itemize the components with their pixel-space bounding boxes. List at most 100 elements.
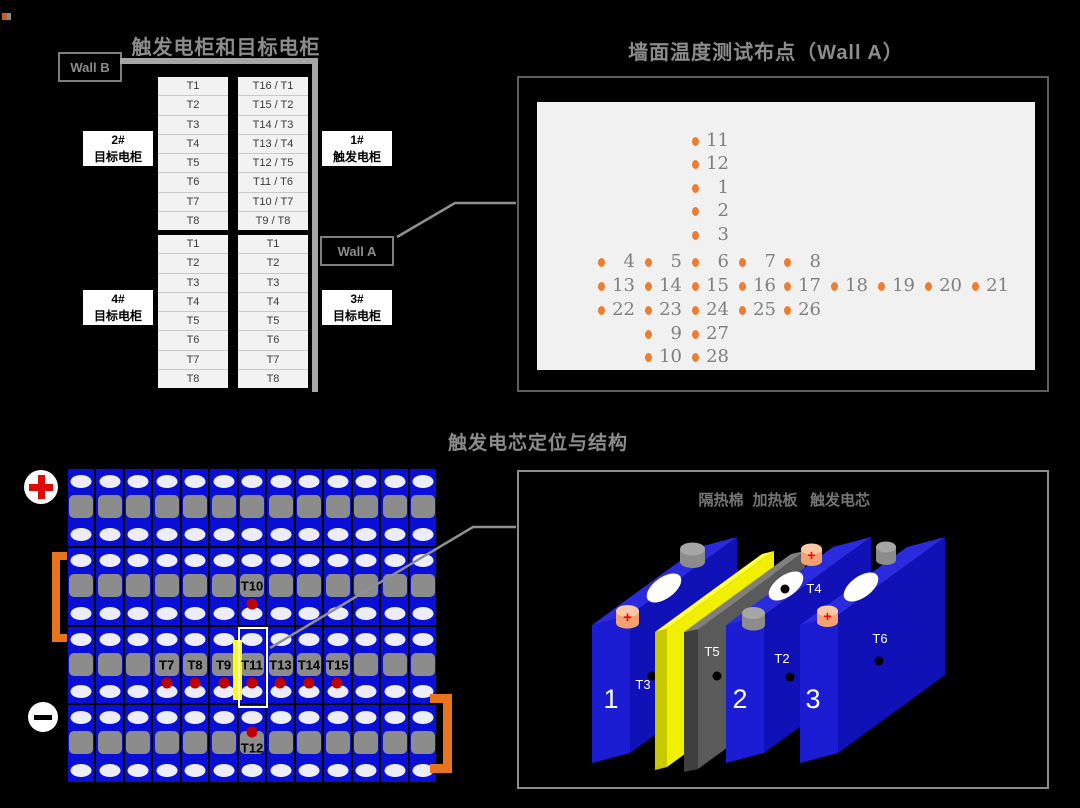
battery-cell bbox=[266, 704, 295, 783]
battery-cell bbox=[323, 468, 352, 547]
cell-vent bbox=[355, 528, 377, 541]
battery-cell bbox=[380, 626, 409, 704]
cell-vent bbox=[327, 633, 348, 646]
cell-vent bbox=[327, 764, 348, 777]
cell-vent bbox=[270, 633, 291, 646]
cell-terminal-pad bbox=[211, 495, 236, 518]
cell-vent bbox=[355, 764, 377, 777]
cell-vent bbox=[70, 554, 92, 567]
cell-vent bbox=[355, 554, 377, 567]
battery-cell bbox=[67, 547, 95, 626]
cabinet-slot: T4 bbox=[238, 292, 308, 312]
cell-vent bbox=[127, 554, 149, 567]
cell-vent bbox=[298, 554, 320, 567]
cell-vent bbox=[298, 475, 320, 488]
corner-mark bbox=[2, 13, 11, 20]
cell-terminal-pad bbox=[297, 574, 321, 597]
battery-cell bbox=[323, 547, 352, 626]
temp-point-dot-icon bbox=[784, 258, 791, 267]
cell-terminal-pad bbox=[97, 574, 122, 597]
cell-terminal-pad bbox=[382, 495, 407, 518]
temp-point-dot-icon bbox=[972, 282, 979, 291]
cell-vent bbox=[270, 528, 291, 541]
cell-terminal-pad bbox=[211, 653, 236, 676]
cell-vent bbox=[99, 554, 120, 567]
cell-terminal-pad bbox=[97, 495, 122, 518]
cell-terminal-pad bbox=[297, 731, 321, 754]
cabinet-slot: T3 bbox=[158, 115, 228, 135]
cell-vent bbox=[127, 528, 149, 541]
temp-point-dot-icon bbox=[739, 282, 746, 291]
cell-vent bbox=[384, 633, 405, 646]
temp-point-dot-icon bbox=[692, 330, 699, 339]
temp-point-dot-icon bbox=[925, 282, 932, 291]
battery-cell bbox=[95, 547, 124, 626]
cell-vent bbox=[241, 554, 263, 567]
cell-vent bbox=[241, 711, 263, 724]
cell-vent bbox=[384, 711, 405, 724]
cabinet-type: 触发电柜 bbox=[332, 149, 381, 164]
cell-vent bbox=[156, 633, 177, 646]
pack-sensor-dot-icon bbox=[189, 677, 201, 688]
cell-terminal-pad bbox=[297, 653, 321, 676]
battery-cell bbox=[95, 704, 124, 783]
battery-cell bbox=[266, 468, 295, 547]
pack-sensor-label: T8 bbox=[187, 657, 203, 672]
cell-terminal-pad bbox=[325, 731, 350, 754]
temp-point-dot-icon bbox=[784, 282, 791, 291]
temp-point-number: 22 bbox=[612, 299, 635, 320]
plus-terminal-icon bbox=[24, 470, 58, 504]
cell-terminal-pad bbox=[354, 574, 378, 597]
cell-vent bbox=[70, 764, 92, 777]
temp-point-dot-icon bbox=[598, 258, 605, 267]
cell-vent bbox=[384, 685, 405, 698]
battery-cell bbox=[209, 704, 238, 783]
cabinet-type: 目标电柜 bbox=[93, 308, 142, 323]
temp-point-number: 23 bbox=[659, 299, 682, 320]
cell-vent bbox=[184, 633, 206, 646]
cell-terminal-pad bbox=[297, 495, 321, 518]
battery-cell bbox=[238, 468, 266, 547]
cell-vent bbox=[355, 607, 377, 620]
cabinet-slot: T10 / T7 bbox=[238, 192, 308, 212]
battery-cell bbox=[181, 547, 209, 626]
cell-structure-panel bbox=[517, 470, 1049, 789]
cell-vent bbox=[99, 711, 120, 724]
temp-point-dot-icon bbox=[692, 231, 699, 240]
cell-vent bbox=[298, 711, 320, 724]
temp-point-number: 14 bbox=[659, 275, 682, 296]
temp-point-number: 28 bbox=[706, 346, 729, 367]
cell-vent bbox=[184, 475, 206, 488]
wall-a-bar bbox=[312, 58, 318, 392]
cell-vent bbox=[213, 633, 234, 646]
cell-vent bbox=[70, 685, 92, 698]
cell-vent bbox=[384, 764, 405, 777]
cell-vent bbox=[127, 475, 149, 488]
cabinet-slot: T2 bbox=[238, 254, 308, 274]
cell-vent bbox=[270, 711, 291, 724]
cell-vent bbox=[184, 554, 206, 567]
temp-point-number: 2 bbox=[717, 200, 729, 221]
pack-sensor-label: T15 bbox=[326, 657, 349, 672]
cell-vent bbox=[156, 764, 177, 777]
temp-point-number: 3 bbox=[717, 224, 729, 245]
cell-terminal-pad bbox=[382, 574, 407, 597]
cell-terminal-pad bbox=[211, 731, 236, 754]
battery-cell bbox=[152, 704, 181, 783]
cell-vent bbox=[127, 711, 149, 724]
battery-cell bbox=[67, 626, 95, 704]
cell-terminal-pad bbox=[154, 653, 179, 676]
cell-vent bbox=[298, 607, 320, 620]
cabinet-slot: T14 / T3 bbox=[238, 115, 308, 135]
cell-vent bbox=[156, 528, 177, 541]
pack-sensor-label: T13 bbox=[269, 657, 292, 672]
wall-section-title: 墙面温度测试布点（Wall A） bbox=[628, 42, 904, 64]
cell-vent bbox=[412, 711, 434, 724]
cell-terminal-pad bbox=[382, 731, 407, 754]
battery-cell bbox=[409, 626, 437, 704]
cabinet-slot: T16 / T1 bbox=[238, 77, 308, 97]
